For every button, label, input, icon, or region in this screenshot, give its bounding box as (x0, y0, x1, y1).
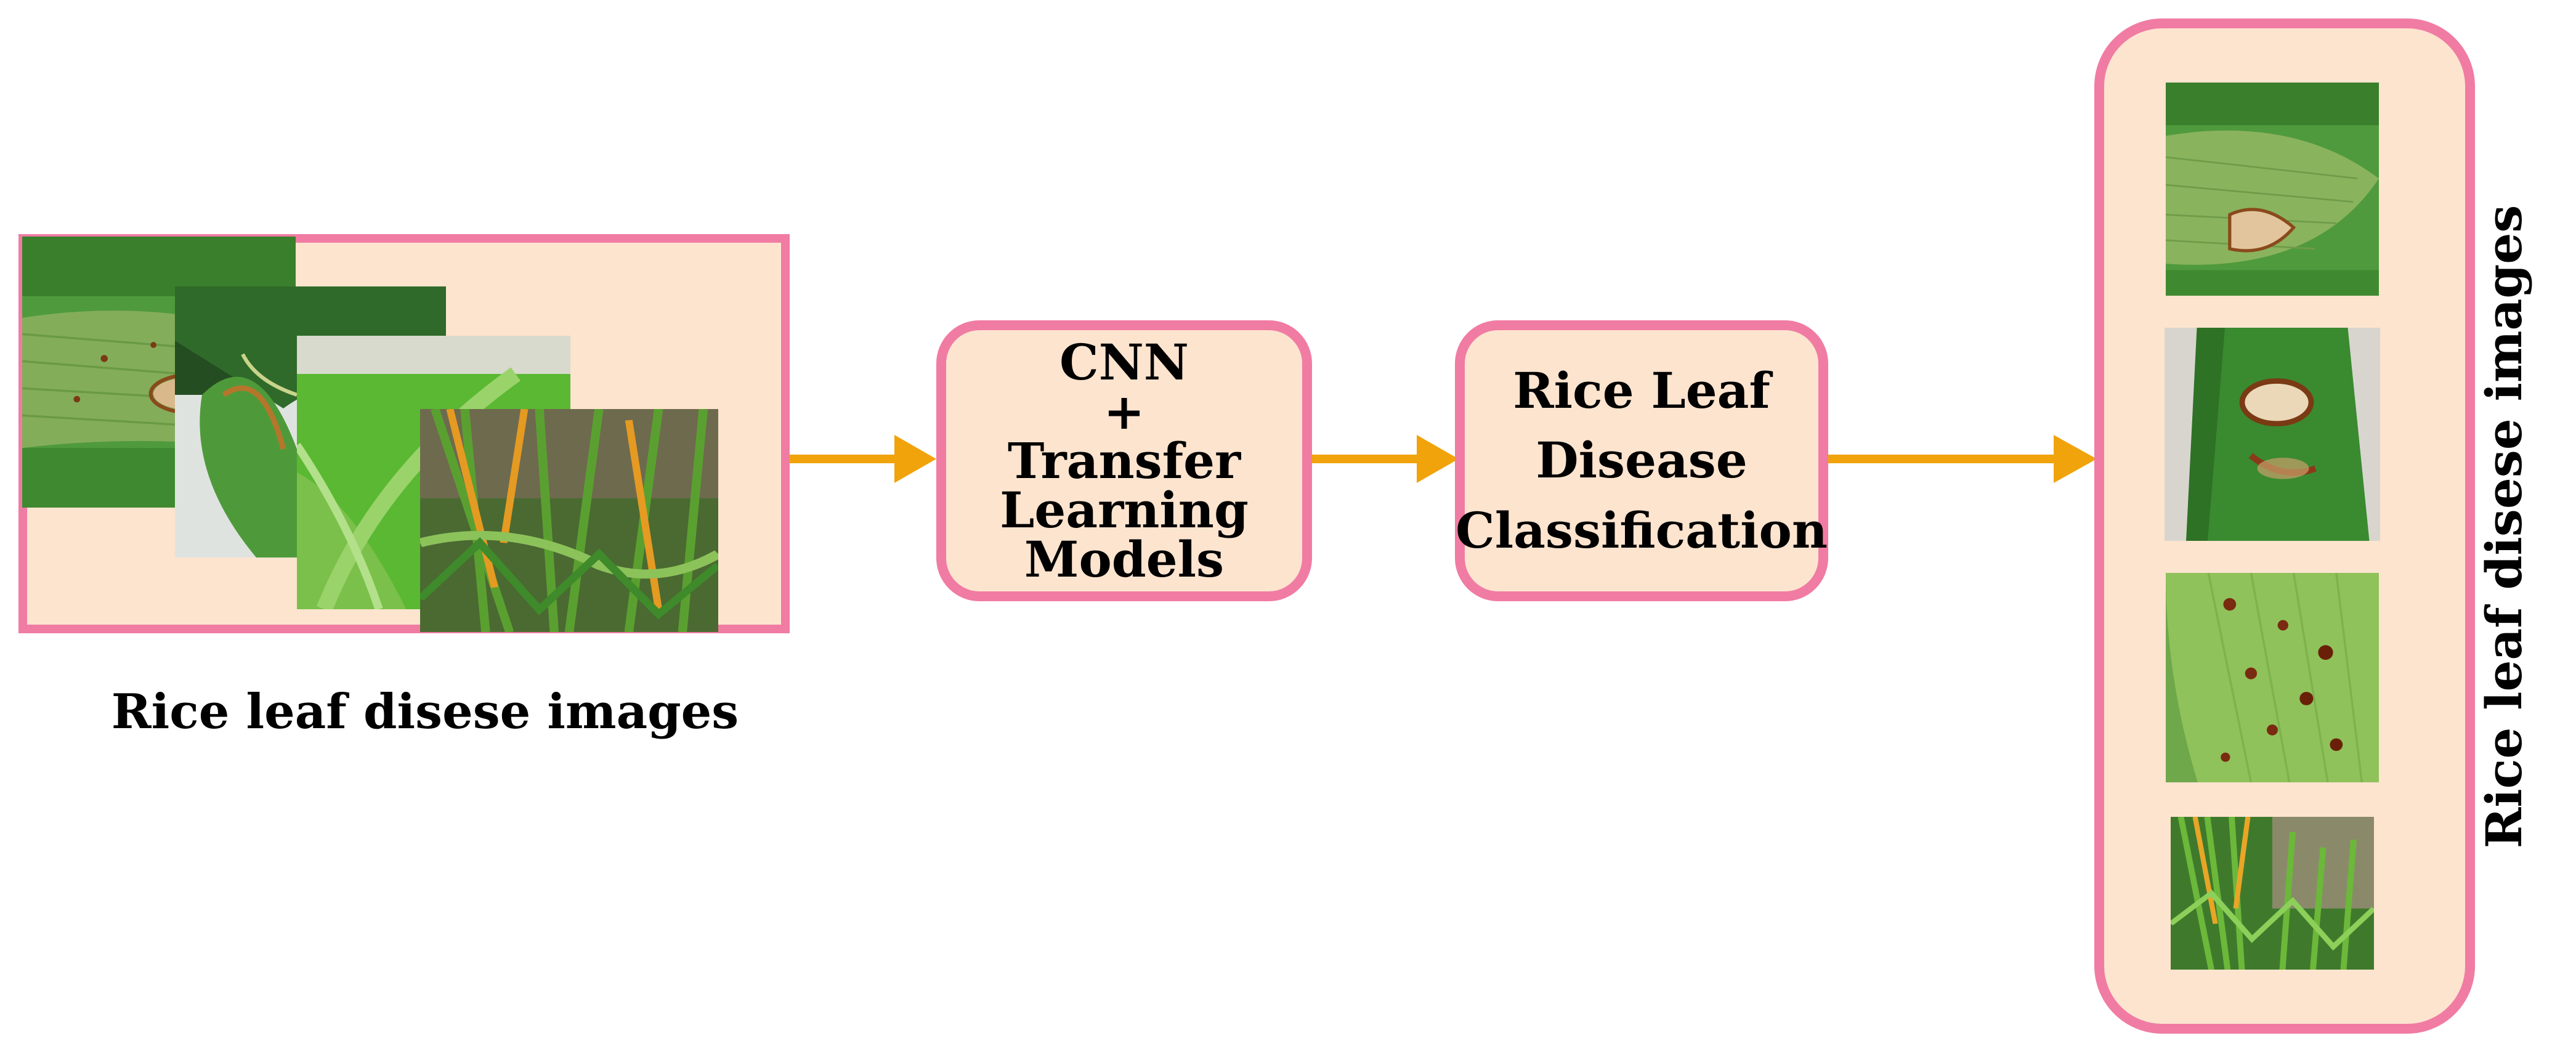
output-torn-leaf-thumbnail (2165, 328, 2380, 541)
arrow-head-1 (894, 435, 936, 483)
label-line: Rice Leaf (1513, 361, 1770, 420)
arrow-head-2 (1417, 435, 1459, 483)
label-line: Learning (1000, 481, 1249, 539)
output-images-label: Rice leaf disese images (2475, 205, 2533, 849)
input-images-caption: Rice leaf disese images (111, 684, 739, 740)
output-rice-plant-thumbnail (2171, 817, 2374, 970)
cnn-transfer-learning-box: CNN + Transfer Learning Models (936, 320, 1312, 601)
label-line: CNN (1059, 333, 1189, 391)
label-line: + (1103, 383, 1145, 440)
output-spotted-leaf-thumbnail (2166, 573, 2379, 782)
label-line: Models (1024, 530, 1225, 588)
output-leaf-blast-thumbnail (2166, 83, 2379, 296)
label-line: Transfer (1007, 432, 1241, 490)
cnn-transfer-learning-label: CNN + Transfer Learning Models (1000, 338, 1249, 584)
arrow-shaft-2 (1312, 455, 1418, 463)
arrow-shaft-1 (790, 455, 896, 463)
arrow-shaft-3 (1828, 455, 2061, 463)
label-line: Disease (1536, 431, 1748, 490)
disease-classification-label: Rice Leaf Disease Classification (1456, 356, 1828, 566)
disease-classification-box: Rice Leaf Disease Classification (1455, 320, 1828, 601)
arrow-head-3 (2054, 435, 2097, 483)
rice-plant-thumbnail (420, 409, 718, 632)
label-line: Classification (1456, 501, 1828, 559)
